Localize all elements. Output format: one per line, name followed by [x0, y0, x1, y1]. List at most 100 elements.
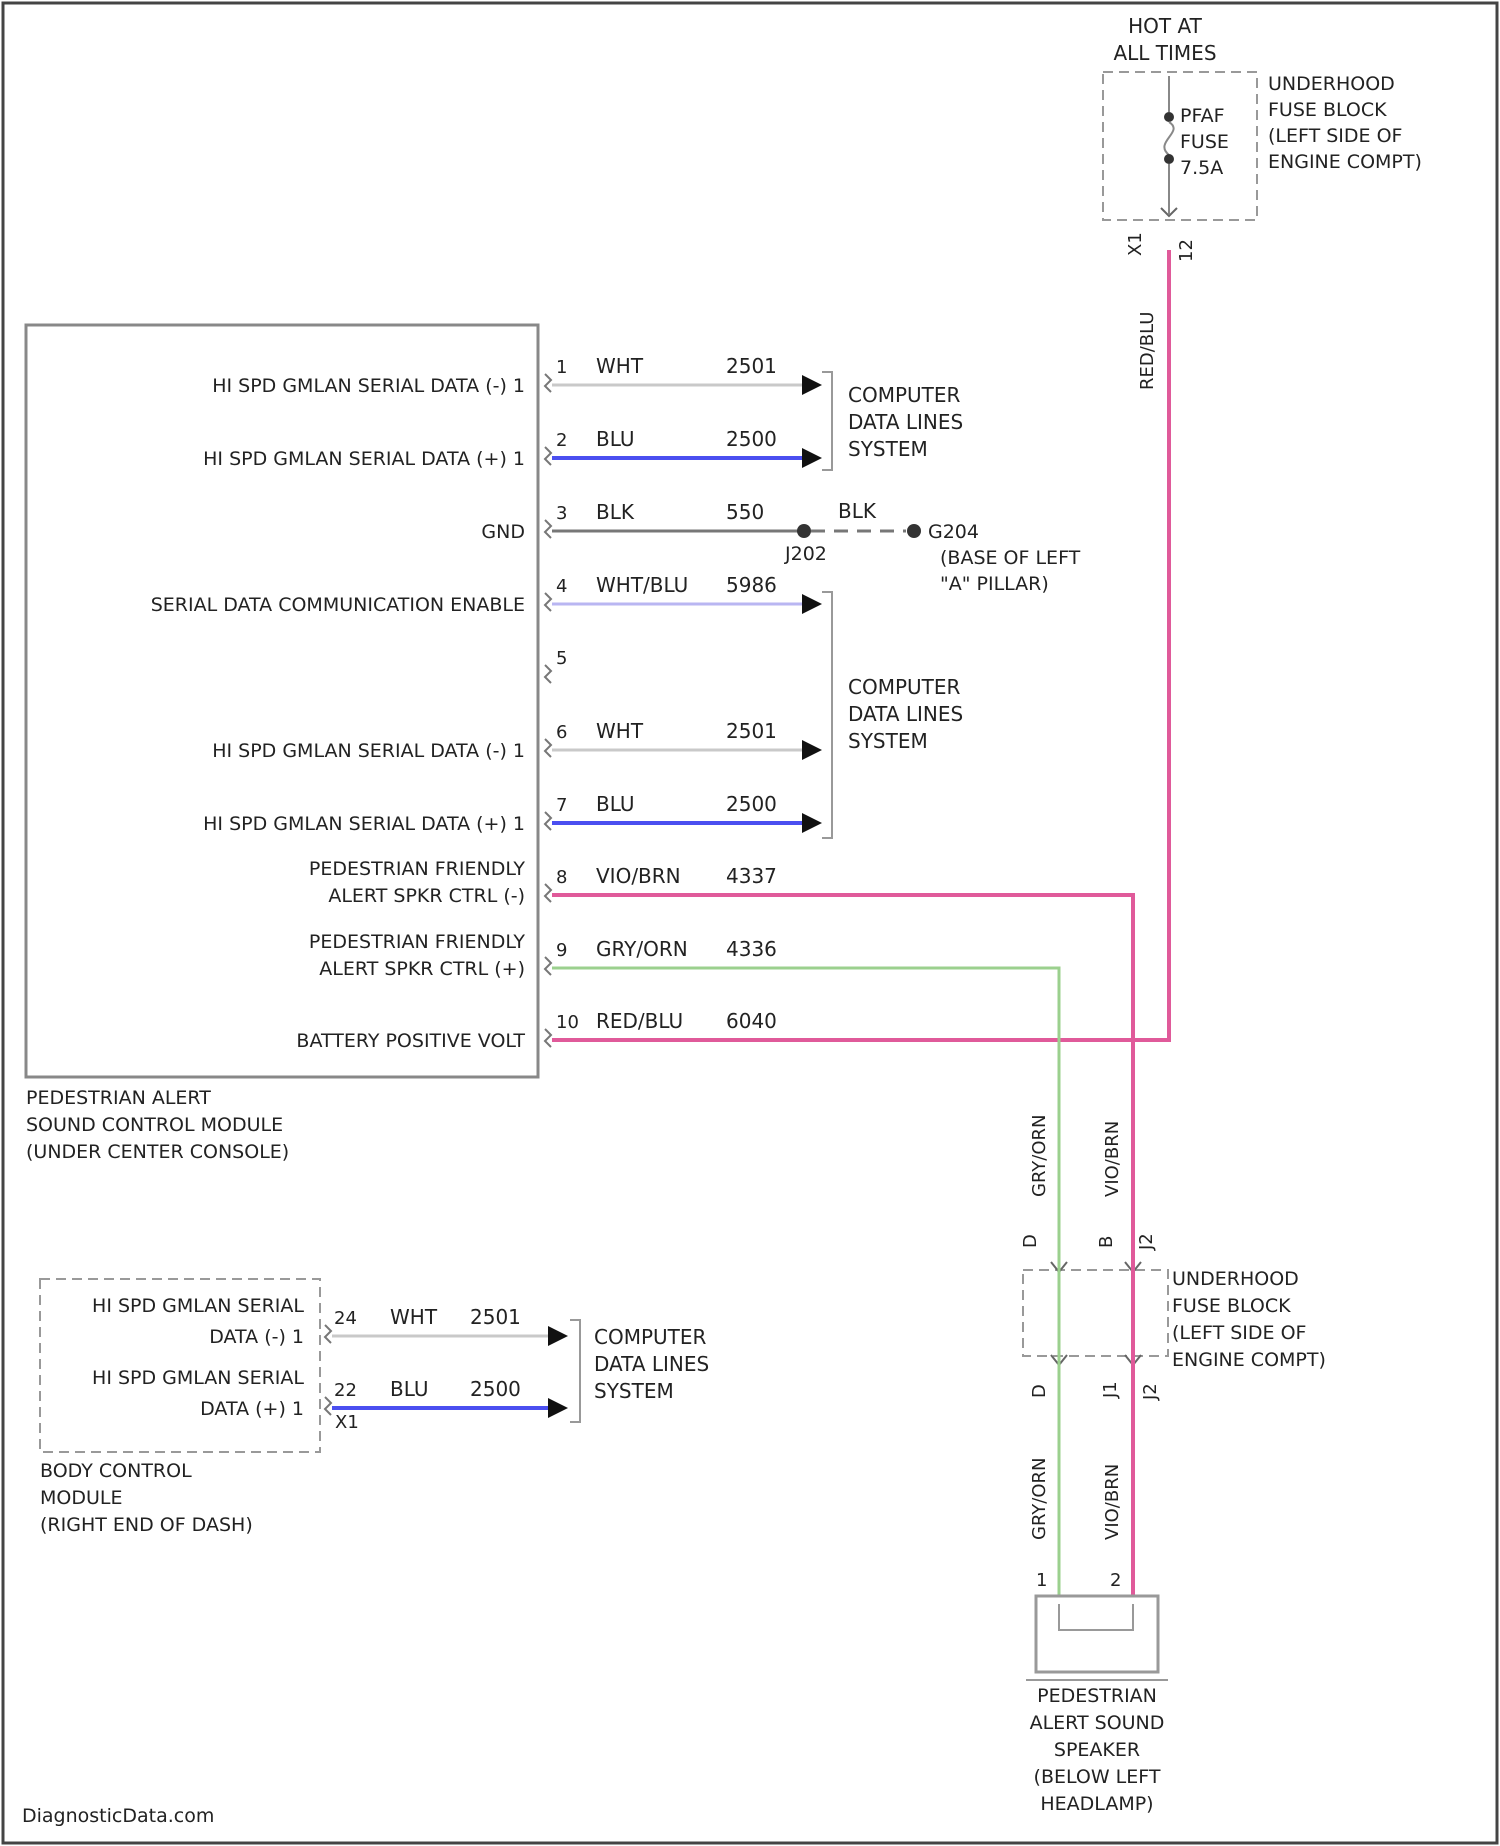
bcm-label-1: BODY CONTROL — [40, 1460, 192, 1482]
fuse-name: PFAF — [1180, 105, 1225, 127]
fuse-terminal-bottom — [1164, 154, 1174, 164]
pasc-pin-name: HI SPD GMLAN SERIAL DATA (-) 1 — [212, 740, 525, 762]
inline-block-label-2: FUSE BLOCK — [1172, 1295, 1291, 1317]
inline-wire-color-gry-orn-bottom: GRY/ORN — [1029, 1457, 1050, 1540]
inline-top-pin-b: B — [1096, 1236, 1117, 1248]
pasc-pin-row: 5 — [545, 648, 567, 683]
arrow-icon — [548, 1398, 568, 1418]
pasc-pin-number: 1 — [556, 357, 567, 378]
ground-point-g204 — [907, 524, 921, 538]
bcm-label-3: (RIGHT END OF DASH) — [40, 1514, 253, 1536]
bcm-data-lines-bracket — [570, 1320, 580, 1422]
pasc-pin-marker — [545, 447, 551, 465]
pasc-pin-marker — [545, 812, 551, 830]
bcm-pin-row: HI SPD GMLAN SERIALDATA (+) 122BLU2500 — [92, 1367, 568, 1420]
page-border — [3, 3, 1497, 1843]
pasc-circuit-number: 2501 — [726, 719, 777, 743]
pasc-wire-color: RED/BLU — [596, 1009, 683, 1033]
pasc-pin-row: GND3BLK550 — [481, 500, 804, 543]
bcm-pin-name-line2: DATA (-) 1 — [209, 1326, 304, 1348]
inline-wire-color-gry-orn-top: GRY/ORN — [1029, 1114, 1050, 1197]
pasc-circuit-number: 2500 — [726, 427, 777, 451]
inline-top-pin-j2: J2 — [1136, 1233, 1157, 1251]
pasc-wire-color: VIO/BRN — [596, 864, 681, 888]
pasc-wire-color: GRY/ORN — [596, 937, 688, 961]
bcm-data-lines-label-3: SYSTEM — [594, 1379, 674, 1403]
inline-block-label-4: ENGINE COMPT) — [1172, 1349, 1326, 1371]
top-block-pin: 12 — [1176, 239, 1197, 262]
pasc-pin-row: PEDESTRIAN FRIENDLYALERT SPKR CTRL (+)9G… — [309, 931, 777, 980]
pasc-pin-marker — [545, 593, 551, 611]
ground-location-2: "A" PILLAR) — [940, 573, 1049, 595]
pasc-circuit-number: 2500 — [726, 792, 777, 816]
pasc-module-label-3: (UNDER CENTER CONSOLE) — [26, 1141, 289, 1163]
pasc-pin-row: SERIAL DATA COMMUNICATION ENABLE 4 WHT/BLU… — [151, 573, 822, 616]
pasc-pin-marker — [545, 665, 551, 683]
wire-color-red-blu-vertical: RED/BLU — [1137, 312, 1158, 390]
pasc-pin-marker — [545, 520, 551, 538]
data-lines-label-2c: SYSTEM — [848, 729, 928, 753]
footer-watermark: DiagnosticData.com — [22, 1805, 214, 1827]
pasc-pin-number: 2 — [556, 430, 567, 451]
pasc-pin-number: 9 — [556, 940, 567, 961]
ground-point-label: G204 — [928, 521, 979, 543]
bcm-circuit-number: 2501 — [470, 1305, 521, 1329]
speaker-label-4: (BELOW LEFT — [1034, 1766, 1161, 1788]
pasc-pin-name: GND — [481, 521, 525, 543]
speaker-cone — [1059, 1604, 1133, 1630]
pasc-wire-color: BLK — [596, 500, 635, 524]
data-lines-label-2b: DATA LINES — [848, 702, 963, 726]
data-lines-label-2a: COMPUTER — [848, 675, 961, 699]
arrow-icon — [802, 448, 822, 468]
inline-bottom-pin-j2: J2 — [1140, 1383, 1161, 1401]
pasc-wire-color: WHT — [596, 719, 644, 743]
speaker-body — [1036, 1596, 1158, 1672]
pasc-pin-number: 10 — [556, 1012, 579, 1033]
pasc-circuit-number: 2501 — [726, 354, 777, 378]
pasc-wire-color: WHT/BLU — [596, 573, 688, 597]
pasc-pin-number: 8 — [556, 867, 567, 888]
fuse-symbol — [1164, 122, 1173, 155]
bcm-pin-number: 22 — [334, 1380, 357, 1401]
pasc-pin-row: HI SPD GMLAN SERIAL DATA (-) 1 6 WHT 2501 — [212, 719, 822, 762]
data-lines-label-1a: COMPUTER — [848, 383, 961, 407]
pasc-pin-name: SERIAL DATA COMMUNICATION ENABLE — [151, 594, 525, 616]
pasc-circuit-number: 4337 — [726, 864, 777, 888]
bcm-pin-name-line2: DATA (+) 1 — [200, 1398, 304, 1420]
pasc-module-label-1: PEDESTRIAN ALERT — [26, 1087, 211, 1109]
speaker-label-5: HEADLAMP) — [1040, 1793, 1153, 1815]
pasc-pin-name: HI SPD GMLAN SERIAL DATA (+) 1 — [203, 448, 525, 470]
arrow-icon — [802, 594, 822, 614]
pasc-pin-number: 4 — [556, 576, 567, 597]
pasc-pin-name-line2: ALERT SPKR CTRL (-) — [328, 885, 525, 907]
pasc-pin-name: BATTERY POSITIVE VOLT — [296, 1030, 525, 1052]
inline-block-label-1: UNDERHOOD — [1172, 1268, 1299, 1290]
inline-wire-color-vio-brn-top: VIO/BRN — [1102, 1121, 1123, 1197]
bcm-pin-number: 24 — [334, 1308, 357, 1329]
pasc-pin-name: PEDESTRIAN FRIENDLY — [309, 931, 525, 953]
arrow-icon — [802, 375, 822, 395]
bcm-pin-name: HI SPD GMLAN SERIAL — [92, 1295, 304, 1317]
pasc-circuit-number: 6040 — [726, 1009, 777, 1033]
bcm-wire-color: BLU — [390, 1377, 429, 1401]
ground-location-1: (BASE OF LEFT — [940, 547, 1081, 569]
bcm-pin-name: HI SPD GMLAN SERIAL — [92, 1367, 304, 1389]
speaker-label-1: PEDESTRIAN — [1037, 1685, 1157, 1707]
arrow-icon — [802, 813, 822, 833]
bcm-connector: X1 — [335, 1412, 359, 1433]
data-lines-bracket-2 — [822, 592, 832, 838]
bcm-pin-marker — [325, 1397, 331, 1415]
data-lines-label-1b: DATA LINES — [848, 410, 963, 434]
pasc-pin-marker — [545, 374, 551, 392]
data-lines-bracket-1 — [822, 372, 832, 470]
pasc-pin-marker — [545, 739, 551, 757]
pasc-pin-number: 7 — [556, 795, 567, 816]
fuse-rating: 7.5A — [1180, 157, 1223, 179]
pasc-pin-number: 6 — [556, 722, 567, 743]
speaker-pin-2: 2 — [1110, 1570, 1121, 1591]
pasc-wire-color: WHT — [596, 354, 644, 378]
